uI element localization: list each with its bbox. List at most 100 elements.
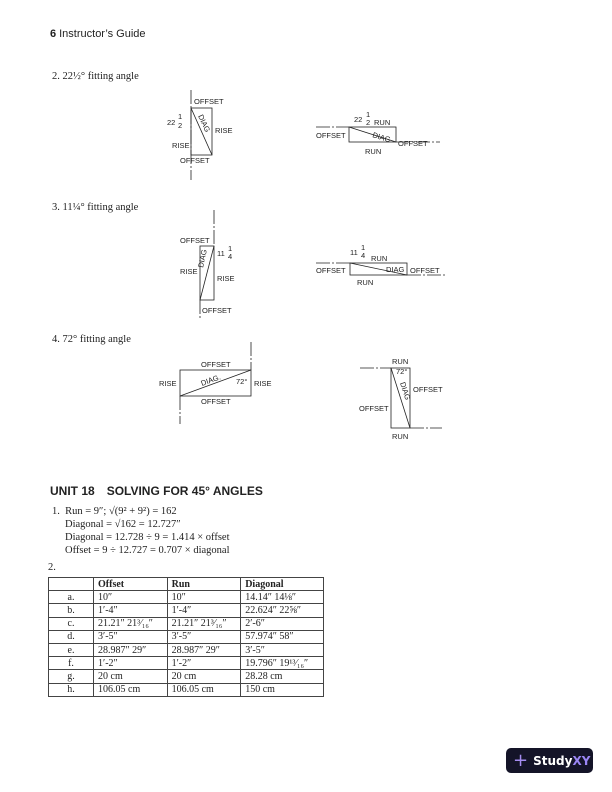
table-cell: e.	[48, 642, 94, 658]
svg-text:2: 2	[178, 121, 182, 130]
svg-text:RISE: RISE	[217, 274, 235, 283]
svg-text:OFFSET: OFFSET	[359, 404, 389, 413]
svg-text:RUN: RUN	[365, 147, 381, 156]
table-cell: 21.21″ 21³⁄₁₆″	[166, 616, 242, 631]
table-cell: 20 cm	[93, 669, 168, 684]
table-cell: 1′-2″	[166, 656, 242, 671]
svg-text:OFFSET: OFFSET	[180, 236, 210, 245]
table-cell: 21.21″ 21³⁄₁₆″	[93, 616, 168, 631]
table-cell: 1′-4″	[93, 603, 168, 618]
svg-text:RISE: RISE	[215, 126, 233, 135]
table-cell: 28.987″ 29″	[93, 642, 168, 658]
table-cell: 19.796″ 19¹³⁄₁₆″	[240, 656, 324, 671]
svg-text:OFFSET: OFFSET	[316, 131, 346, 140]
table-cell: 3′-5″	[93, 629, 168, 644]
table-cell: c.	[48, 616, 94, 631]
svg-text:DIAG.: DIAG.	[200, 372, 222, 387]
svg-text:11: 11	[350, 248, 358, 257]
studyxy-watermark: + StudyXY	[506, 748, 593, 773]
svg-text:OFFSET: OFFSET	[194, 97, 224, 106]
table-cell: 106.05 cm	[166, 682, 242, 697]
table-row: f.1′-2″1′-2″19.796″ 19¹³⁄₁₆″	[48, 656, 324, 671]
table-cell: 2′-6″	[240, 616, 324, 631]
svg-text:4: 4	[361, 251, 365, 260]
svg-text:OFFSET: OFFSET	[398, 139, 428, 148]
svg-text:RISE: RISE	[172, 141, 190, 150]
answer-2-number: 2.	[48, 562, 56, 573]
svg-text:22: 22	[354, 115, 362, 124]
plus-icon: +	[513, 750, 529, 771]
diagram-11-horizontal: OFFSET 11 1 4 RUN DIAG OFFSET RUN	[316, 243, 445, 287]
table-row: e.28.987″ 29″28.987″ 29″3′-5″	[48, 642, 324, 658]
svg-text:72°: 72°	[236, 377, 247, 386]
table-cell: 14.14″ 14⅛″	[240, 590, 324, 605]
table-row: b.1′-4″1′-4″22.624″ 22⅝″	[48, 603, 324, 618]
table-row: d.3′-5″3′-5″57.974″ 58″	[48, 629, 324, 644]
table-cell: 1′-2″	[93, 656, 168, 671]
item-3: 3. 11¼° fitting angle	[52, 202, 139, 213]
diagram-72-horizontal: OFFSET RISE DIAG. 72° RISE OFFSET	[159, 342, 272, 424]
diagram-22-horizontal: OFFSET 22 1 2 RUN DIAG OFFSET RUN	[316, 110, 440, 156]
table-cell: 3′-5″	[240, 642, 324, 658]
table-cell: 22.624″ 22⅝″	[240, 603, 324, 618]
table-cell: 1′-4″	[166, 603, 242, 618]
svg-text:OFFSET: OFFSET	[201, 397, 231, 406]
svg-text:1: 1	[228, 244, 232, 253]
svg-text:22: 22	[167, 118, 175, 127]
item-2: 2. 22½° fitting angle	[52, 71, 139, 82]
table-cell: 28.987″ 29″	[166, 642, 242, 658]
table-cell: d.	[48, 629, 94, 644]
table-cell: a.	[48, 590, 94, 605]
table-cell: g.	[48, 669, 94, 684]
diagram-72-vertical: RUN 72° DIAG OFFSET OFFSET RUN	[359, 357, 443, 441]
svg-text:OFFSET: OFFSET	[201, 360, 231, 369]
svg-text:OFFSET: OFFSET	[202, 306, 232, 315]
svg-text:2: 2	[366, 118, 370, 127]
svg-text:RUN: RUN	[392, 357, 408, 366]
svg-text:OFFSET: OFFSET	[316, 266, 346, 275]
svg-text:RUN: RUN	[374, 118, 390, 127]
svg-text:OFFSET: OFFSET	[180, 156, 210, 165]
header-title: Instructor’s Guide	[59, 28, 146, 40]
table-row: c.21.21″ 21³⁄₁₆″21.21″ 21³⁄₁₆″2′-6″	[48, 616, 324, 631]
table-cell: b.	[48, 603, 94, 618]
diagram-11-vertical: OFFSET 11 1 4 RISE RISE DIAG OFFSET	[180, 210, 235, 320]
diagram-22-vertical: OFFSET 22 1 2 RISE RISE OFFSET DIAG	[167, 90, 233, 180]
table-cell: h.	[48, 682, 94, 697]
svg-text:RUN: RUN	[357, 278, 373, 287]
svg-text:DIAG: DIAG	[196, 248, 209, 268]
svg-text:1: 1	[361, 243, 365, 252]
svg-text:RUN: RUN	[371, 254, 387, 263]
svg-text:RISE: RISE	[159, 379, 177, 388]
answer-1: 1. Run = 9″; √(9² + 9²) = 162 Diagonal =…	[52, 506, 230, 556]
svg-text:OFFSET: OFFSET	[413, 385, 443, 394]
item-4: 4. 72° fitting angle	[52, 334, 131, 345]
svg-text:4: 4	[228, 252, 232, 261]
svg-text:11: 11	[217, 249, 225, 258]
table-cell: 3′-5″	[166, 629, 242, 644]
table-cell: 10″	[93, 590, 168, 605]
table-cell: 57.974″ 58″	[240, 629, 324, 644]
svg-text:RISE: RISE	[254, 379, 272, 388]
table-cell: 106.05 cm	[93, 682, 168, 697]
svg-text:RISE: RISE	[180, 267, 198, 276]
table-cell: f.	[48, 656, 94, 671]
table-cell: 10″	[166, 590, 242, 605]
svg-text:DIAG: DIAG	[196, 113, 212, 134]
svg-text:1: 1	[366, 110, 370, 119]
table-row: a.10″10″14.14″ 14⅛″	[48, 590, 324, 605]
svg-text:1: 1	[178, 112, 182, 121]
table-cell: 28.28 cm	[240, 669, 324, 684]
svg-text:72°: 72°	[396, 367, 407, 376]
svg-text:RUN: RUN	[392, 432, 408, 441]
table-cell: 20 cm	[166, 669, 242, 684]
svg-text:OFFSET: OFFSET	[410, 266, 440, 275]
table-cell: 150 cm	[240, 682, 324, 697]
